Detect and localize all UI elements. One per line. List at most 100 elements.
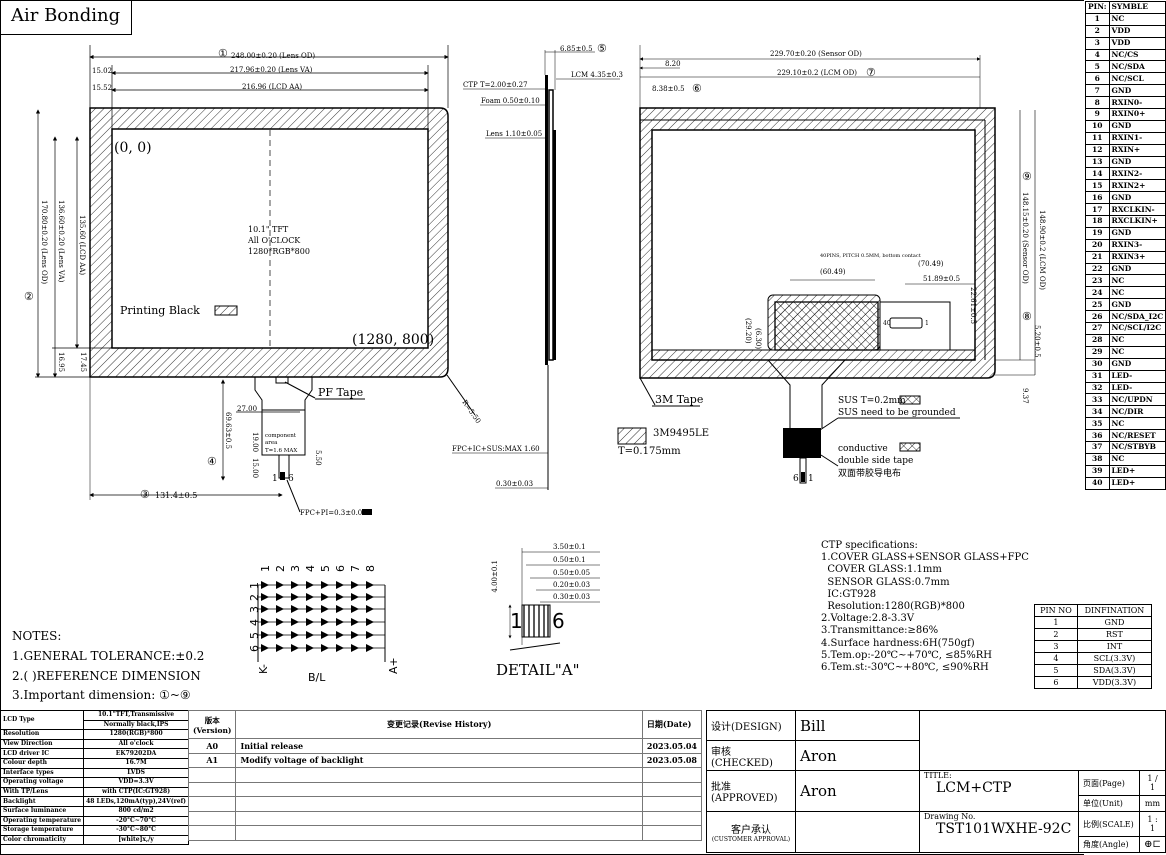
pin-number: 35: [1085, 417, 1110, 431]
origin-coordinate: (0, 0): [114, 140, 152, 156]
title-box-label: Air Bonding: [11, 5, 121, 26]
pin-number: 1: [1085, 12, 1110, 26]
pin-symbol: GND: [1108, 119, 1166, 133]
ctp-spec-line: 1.COVER GLASS+SENSOR GLASS+FPC: [821, 552, 1029, 564]
led-icon: [351, 581, 359, 589]
pin-number: 36: [1085, 429, 1110, 442]
pin-symbol: NC: [1108, 12, 1166, 26]
backlight-a: A+: [387, 657, 400, 674]
pin-number: 22: [1085, 262, 1110, 276]
dim-lens-va-h: 136.60±0.20 (Lens VA): [57, 200, 65, 283]
pin-number: 37: [1085, 440, 1110, 454]
revision-description: Modify voltage of backlight: [235, 752, 643, 768]
dim-sensor-height: 148.15±0.20 (Sensor OD): [1021, 192, 1029, 284]
led-icon: [366, 593, 374, 601]
pin-number: 6: [1085, 72, 1110, 86]
led-icon: [351, 593, 359, 601]
marker-2: ②: [24, 290, 34, 303]
conductive-tape-cn-label: 双面带胶导电布: [838, 467, 901, 479]
led-icon: [321, 644, 329, 652]
ctp-pin-no: 6: [1034, 676, 1078, 689]
conductive-label: conductive: [838, 444, 888, 454]
pin-number: 32: [1085, 381, 1110, 395]
ctp-pin-no: 2: [1034, 628, 1078, 641]
led-col-label: 1: [259, 565, 272, 572]
led-col-label: 6: [334, 565, 347, 572]
spec-row: Storage temperature-30°C~80°C: [0, 825, 189, 836]
led-col-label: 3: [289, 565, 302, 572]
pin-number: 29: [1085, 345, 1110, 359]
marker-5: ⑤: [597, 42, 607, 55]
spec-label: LCD driver IC: [0, 748, 85, 759]
pin-symbol: NC/STBYB: [1108, 440, 1166, 454]
pin-number: 4: [1085, 48, 1110, 62]
pin-number: 18: [1085, 215, 1110, 228]
page-label: 页面(Page): [1078, 769, 1140, 797]
dim-19: 19.00: [251, 432, 259, 452]
fpc-pi-label: FPC+PI=0.3±0.03: [300, 509, 367, 517]
ctp-spec-line: 2.Voltage:2.8-3.3V: [821, 613, 915, 625]
led-icon: [366, 605, 374, 613]
revision-date: [641, 767, 703, 783]
fpc-pin-last: 6: [288, 474, 294, 484]
led-icon: [306, 581, 314, 589]
led-icon: [336, 631, 344, 639]
led-icon: [276, 631, 284, 639]
pin-number: 19: [1085, 226, 1110, 240]
pin-number: 31: [1085, 369, 1110, 383]
marker-9: ⑨: [1022, 170, 1032, 183]
revision-description: Initial release: [235, 738, 643, 754]
led-icon: [336, 644, 344, 652]
led-icon: [306, 631, 314, 639]
ctp-spec-line: 6.Tem.st:-30℃~+80℃, ≤90%RH: [821, 662, 989, 674]
pin-number: 38: [1085, 452, 1110, 466]
led-icon: [336, 605, 344, 613]
spec-label: Backlight: [0, 796, 85, 807]
spec-row: Operating temperature-20°C~70°C: [0, 815, 189, 827]
detail-a: 3.50±0.1 0.50±0.1 0.50±0.05 0.20±0.03 0.…: [491, 543, 600, 679]
pin-symbol: NC/SDA: [1108, 60, 1166, 74]
ctp-spec-line: 4.Surface hardness:6H(750gf): [821, 637, 975, 649]
dim-60-49: (60.49): [820, 268, 846, 276]
led-icon: [321, 605, 329, 613]
center-text-3: 1280*RGB*800: [248, 247, 310, 256]
fpc-thickness: 0.30±0.03: [496, 480, 533, 488]
rev-header-history: 变更记录(Revise History): [235, 710, 643, 739]
led-col-label: 5: [319, 565, 332, 572]
led-icon: [291, 631, 299, 639]
pin-symbol: RXIN2+: [1108, 179, 1166, 193]
pin-number: 28: [1085, 333, 1110, 347]
led-row-label: 5: [248, 632, 261, 639]
led-icon: [336, 593, 344, 601]
pin-symbol: RXIN3-: [1108, 238, 1166, 252]
detail-pin-1: 1: [510, 609, 523, 633]
ctp-pin-no: 1: [1034, 616, 1078, 629]
3m-tape-name: 3M9495LE: [653, 428, 709, 439]
spec-value: EK79202DA: [83, 748, 189, 759]
pin-symbol: GND: [1108, 262, 1166, 276]
led-icon: [261, 581, 269, 589]
revision-version: [187, 781, 237, 797]
scale-label: 比例(SCALE): [1078, 810, 1140, 838]
led-col-label: 4: [304, 565, 317, 572]
revision-date: 2023.05.08: [641, 752, 703, 768]
mechanical-drawing: ① 248.00±0.20 (Lens OD) 217.96±0.20 (Len…: [12, 42, 1046, 702]
pin-symbol: GND: [1108, 155, 1166, 169]
dim-6-85: 6.85±0.5: [560, 45, 593, 53]
led-icon: [366, 581, 374, 589]
led-col-label: 2: [274, 565, 287, 572]
revision-date: 2023.05.04: [641, 738, 703, 754]
dim-70-49: (70.49): [918, 260, 944, 268]
